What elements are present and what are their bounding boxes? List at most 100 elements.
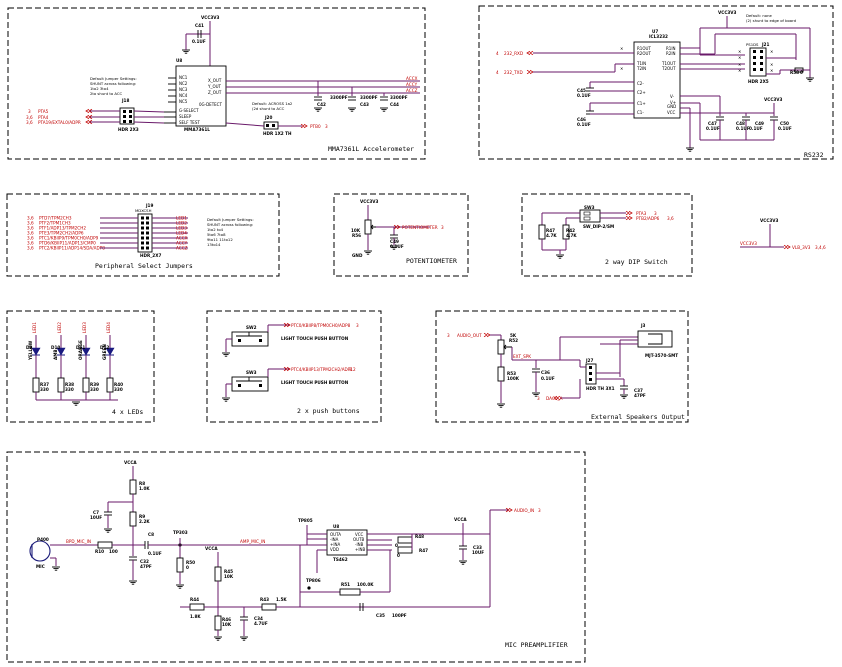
led-res-ref-0: R37: [40, 382, 49, 387]
mic-tp1: TP303: [173, 530, 188, 535]
mic-c8-ref: C8: [148, 532, 154, 537]
svg-text:✕: ✕: [770, 49, 773, 54]
button1-name: LIGHT TOUCH PUSH BUTTON: [281, 336, 349, 341]
periph-note-5: 13to14: [207, 242, 221, 247]
button2-name: LIGHT TOUCH PUSH BUTTON: [281, 380, 349, 385]
rs232-pin-gnd: GND: [667, 104, 676, 109]
speaker-net-in-num: 3: [447, 333, 450, 338]
rs232-net-num-1: 4: [496, 70, 499, 75]
speaker-r-val: 100K: [507, 376, 520, 381]
led-net-1: LED2: [57, 322, 62, 333]
buttons-title: 2 x push buttons: [297, 407, 360, 415]
speaker-c-val: 0.1UF: [541, 376, 555, 381]
accel-pin-gselect: G-SELECT: [179, 108, 199, 113]
pot-net-num: 3: [441, 225, 444, 230]
dip-r2-ref: R42: [566, 228, 575, 233]
rs232-r58-val: 0: [800, 70, 803, 75]
mic-pin-inb-m: -INB: [355, 542, 364, 547]
led-res-val-1: 330: [65, 387, 74, 392]
rs232-j21-top: PS1DS: [746, 42, 759, 47]
mic-opamp-body: [326, 529, 368, 556]
periph-net-right-5: ACCY: [176, 241, 188, 246]
rs232-c46-ref: C46: [577, 117, 586, 122]
periph-net-left-1: PTF2/TPM1CH3: [39, 221, 71, 226]
rs232-pin-t2in: T2IN: [636, 66, 646, 71]
mic-c35-ref: C35: [376, 613, 385, 618]
pot-r-ref: R56: [352, 233, 361, 238]
mic-r45-ref: R45: [224, 569, 233, 574]
speaker-j3-ref: J3: [640, 323, 646, 328]
rs232-net-num-0: 4: [496, 51, 499, 56]
dip-r2-val: 4.7K: [566, 233, 577, 238]
accel-j20-name: HDR 1X2 TH: [263, 131, 292, 136]
mic-c32-ref: C32: [140, 559, 149, 564]
rs232-pin-vp: V+: [670, 100, 676, 105]
speaker-r-ref: R53: [507, 371, 516, 376]
accel-j18-name: HDR 2X3: [118, 127, 139, 132]
mic-r51-val: 100.0K: [357, 582, 374, 587]
rs232-net-txd: 232_TXD: [504, 70, 523, 75]
svg-text:✕: ✕: [738, 49, 741, 54]
mic-pin-ina-p: +INA: [330, 542, 341, 547]
accel-pin-yout: Y_OUT: [207, 84, 222, 89]
dip-vcc: VCC3V3: [760, 218, 779, 223]
mic-r46-ref: R46: [222, 617, 231, 622]
dip-net-num-0: 3: [654, 211, 657, 216]
svg-text:✕: ✕: [620, 46, 623, 51]
rs232-c48-val: 0.1UF: [736, 126, 750, 131]
periph-j19-ref: J19: [145, 203, 153, 208]
accel-net-ptb0-num: 3: [325, 124, 328, 129]
accelerometer-block: MMA7361L Accelerometer VCC3V3 C41 0.1UF …: [7, 7, 426, 160]
periph-top-note: MDXCSH: [135, 208, 152, 213]
mic-pin-outa: OUTA: [330, 532, 341, 537]
rs232-block: RS232 VCC3V3 Default: none (2) shunt to …: [478, 5, 834, 160]
accel-net-num-1: 3,6: [26, 115, 33, 120]
rs232-pin-t2out: T2OUT: [661, 66, 676, 71]
pot-net: POTENTIOMETER: [402, 225, 438, 230]
led-ref-2: D11: [76, 345, 85, 350]
rs232-j21-ref: J21: [761, 42, 769, 47]
accel-pin-nc5: NC5: [179, 99, 188, 104]
leds-block: 4 x LEDs LED1D8YELLOWR37330LED2D10AMBR38…: [6, 310, 155, 423]
periph-net-num-6: 3,6: [27, 246, 34, 251]
accel-vcc-label: VCC3V3: [201, 15, 220, 20]
rs232-c46-val: 0.1UF: [577, 122, 591, 127]
speaker-j3-name: MJT-3570-SMT: [645, 353, 678, 358]
mic-r43-ref: R43: [260, 597, 269, 602]
rs232-c50-ref: C50: [780, 121, 789, 126]
led-res-ref-2: R39: [90, 382, 99, 387]
mic-title: MIC PREAMPLIFIER: [505, 641, 568, 649]
accel-pin-nc2: NC2: [179, 81, 188, 86]
periph-net-right-1: LED2: [176, 221, 187, 226]
dip-vcc-net: VLB_3V3: [792, 245, 811, 250]
led-color-1: AMB: [53, 349, 58, 360]
accel-jumper-note-3: 2to shunt to ACC: [90, 91, 123, 96]
periph-note-0: Default Jumper Settings:: [207, 217, 254, 222]
periph-j19-name: HDR_2X7: [140, 253, 161, 258]
speaker-c2-val: 47PF: [634, 393, 646, 398]
accel-pin-sleep: SLEEP: [179, 114, 192, 119]
rs232-pin-r2in: R2IN: [666, 51, 676, 56]
led-icon: [56, 347, 66, 356]
pot-title: POTENTIOMETER: [406, 257, 457, 265]
led-icon: [31, 347, 41, 356]
dip-switch-block: 2 way DIP Switch SW3 SW_DIP-2/SM PTA3 PT…: [521, 193, 826, 277]
button2-body: [231, 376, 269, 392]
accel-c43-ref: C43: [360, 102, 369, 107]
accel-net-num-0: 3: [28, 109, 31, 114]
leds-title: 4 x LEDs: [112, 408, 143, 416]
mic-r47-val: 0: [395, 543, 398, 548]
speaker-net-in: AUDIO_OUT: [457, 333, 482, 338]
mic-ic-ref: U8: [333, 524, 339, 529]
accel-net-ptb0: PTB0: [310, 124, 321, 129]
button2-net-num: 3: [349, 367, 352, 372]
accel-ic-ref: U8: [176, 58, 182, 63]
led-net-2: LED3: [82, 322, 87, 333]
accel-c41-val: 0.1UF: [192, 39, 206, 44]
speaker-dac-num: 3: [537, 396, 540, 401]
led-res-val-0: 330: [40, 387, 49, 392]
accel-net-num-2: 3,6: [26, 120, 33, 125]
periph-net-left-3: PTE3/TPM2CH2/ADP6: [39, 231, 84, 236]
mic-r43-val: 1.5K: [276, 597, 287, 602]
accel-net-accx: ACCX: [406, 76, 418, 81]
